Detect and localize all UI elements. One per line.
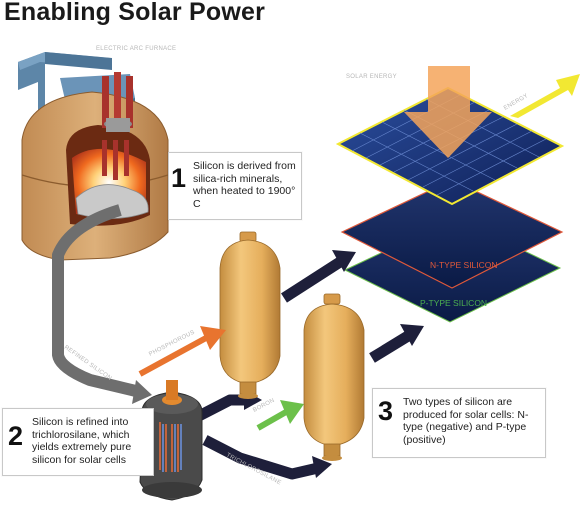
step-2-callout: 2 Silicon is refined into trichlorosilan…: [2, 408, 154, 476]
step-2-number: 2: [8, 421, 24, 451]
p-type-label: P-TYPE SILICON: [420, 298, 487, 308]
p-type-tank: [303, 293, 365, 461]
refinery-pipe-lower: [202, 435, 320, 480]
electric-arc-furnace: ELECTRIC ARC FURNACE: [18, 46, 176, 261]
electrode: [102, 76, 109, 128]
step-2-text: Silicon is refined into trichlorosilane,…: [32, 416, 132, 466]
step-1-number: 1: [171, 163, 187, 193]
furnace-label: ELECTRIC ARC FURNACE: [96, 46, 176, 52]
step-1-text: Silicon is derived from silica-rich mine…: [193, 160, 296, 210]
n-type-tank: [219, 231, 281, 399]
n-type-label: N-TYPE SILICON: [430, 260, 498, 270]
step-3-number: 3: [378, 396, 394, 426]
solar-energy-label: SOLAR ENERGY: [346, 74, 397, 80]
step-1-callout: 1 Silicon is derived from silica-rich mi…: [168, 152, 302, 220]
step-3-text: Two types of silicon are produced for so…: [403, 396, 529, 446]
page-title: Enabling Solar Power: [4, 0, 265, 26]
refined-silicon-pipe: [52, 204, 142, 398]
solar-energy-arrow: [404, 66, 492, 158]
electrode: [114, 72, 121, 128]
n-type-layer: [340, 179, 564, 289]
energy-arrow: [510, 74, 580, 118]
boron-arrow: [256, 409, 288, 431]
electrode: [126, 76, 133, 128]
trichlorosilane-refinery: [139, 380, 203, 501]
phosphorous-arrow: [138, 335, 208, 377]
refinery-pipe-upper: [192, 394, 252, 423]
p-type-pipe: [369, 331, 411, 363]
n-type-pipe: [281, 257, 343, 303]
step-3-callout: 3 Two types of silicon are produced for …: [372, 388, 546, 458]
refined-silicon-arrowhead: [132, 380, 152, 404]
